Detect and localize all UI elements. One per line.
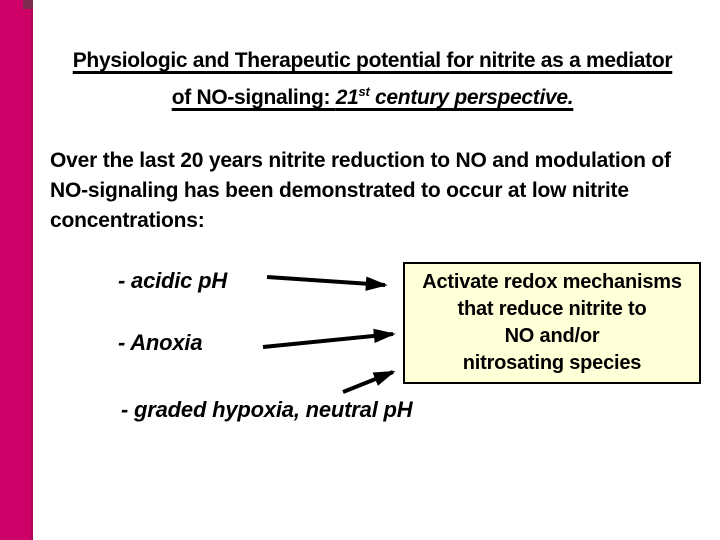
body-line-1: Over the last 20 years nitrite reduction… xyxy=(50,149,671,172)
accent-bar xyxy=(0,0,33,540)
title-line-1: Physiologic and Therapeutic potential fo… xyxy=(72,49,673,72)
body-paragraph: Over the last 20 years nitrite reduction… xyxy=(50,146,671,236)
info-box: Activate redox mechanisms that reduce ni… xyxy=(403,262,701,384)
info-box-line-2: that reduce nitrite to xyxy=(457,298,647,320)
list-item-acidic-ph: - acidic pH xyxy=(118,268,228,293)
title-line-2: of NO-signaling: 21st century perspectiv… xyxy=(33,76,712,113)
info-box-line-4: nitrosating species xyxy=(462,352,642,374)
info-box-line-3: NO and/or xyxy=(504,325,600,347)
list-item-graded-hypoxia: - graded hypoxia, neutral pH xyxy=(121,397,413,422)
arrow-anoxia-icon xyxy=(262,328,396,349)
title-line-2-number: 21 xyxy=(335,86,359,109)
title-line-2-prefix: of NO-signaling: xyxy=(171,86,336,109)
arrow-acidic-ph-icon xyxy=(266,275,388,291)
accent-corner-square xyxy=(23,0,33,9)
body-line-3: concentrations: xyxy=(50,209,205,232)
title-line-2-superscript: st xyxy=(358,84,370,99)
slide-title: Physiologic and Therapeutic potential fo… xyxy=(33,45,712,113)
list-item-anoxia: - Anoxia xyxy=(118,330,203,355)
info-box-line-1: Activate redox mechanisms xyxy=(422,271,682,293)
body-line-2: NO-signaling has been demonstrated to oc… xyxy=(50,179,629,202)
arrow-graded-hypoxia-icon xyxy=(342,370,396,394)
title-line-2-italic: century perspective. xyxy=(369,86,574,109)
